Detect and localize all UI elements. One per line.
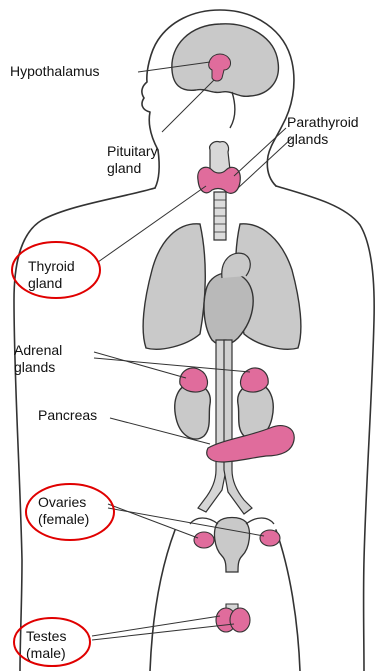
label-adrenal-line1: Adrenal — [14, 342, 62, 358]
label-ovaries-line2: (female) — [38, 511, 89, 527]
label-pituitary-line1: Pituitary — [107, 143, 158, 159]
right-ovary — [260, 530, 280, 546]
label-thyroid-line1: Thyroid — [28, 258, 75, 274]
leader-parathyroid-2 — [238, 138, 292, 188]
label-thyroid-line2: gland — [28, 275, 62, 291]
label-pancreas: Pancreas — [38, 407, 97, 423]
aorta-arch — [222, 253, 250, 278]
leader-parathyroid-1 — [234, 128, 286, 176]
leg-left — [150, 530, 175, 671]
left-adrenal-gland — [180, 368, 208, 392]
label-pituitary-line2: gland — [107, 160, 141, 176]
label-parathyroid-line2: glands — [287, 131, 328, 147]
brain-stem — [230, 92, 235, 128]
leg-right — [276, 530, 300, 671]
label-parathyroid-line1: Parathyroid — [287, 114, 359, 130]
label-testes-line2: (male) — [26, 645, 66, 661]
left-ovary — [194, 532, 214, 548]
label-ovaries-line1: Ovaries — [38, 494, 86, 510]
right-testis — [230, 608, 250, 632]
leader-testes-2 — [92, 624, 234, 640]
label-testes-line1: Testes — [26, 628, 66, 644]
left-lung — [143, 224, 205, 349]
label-hypothalamus: Hypothalamus — [10, 63, 100, 79]
uterus — [215, 518, 250, 573]
label-adrenal-line2: glands — [14, 359, 55, 375]
leader-ovaries-1 — [108, 504, 198, 538]
